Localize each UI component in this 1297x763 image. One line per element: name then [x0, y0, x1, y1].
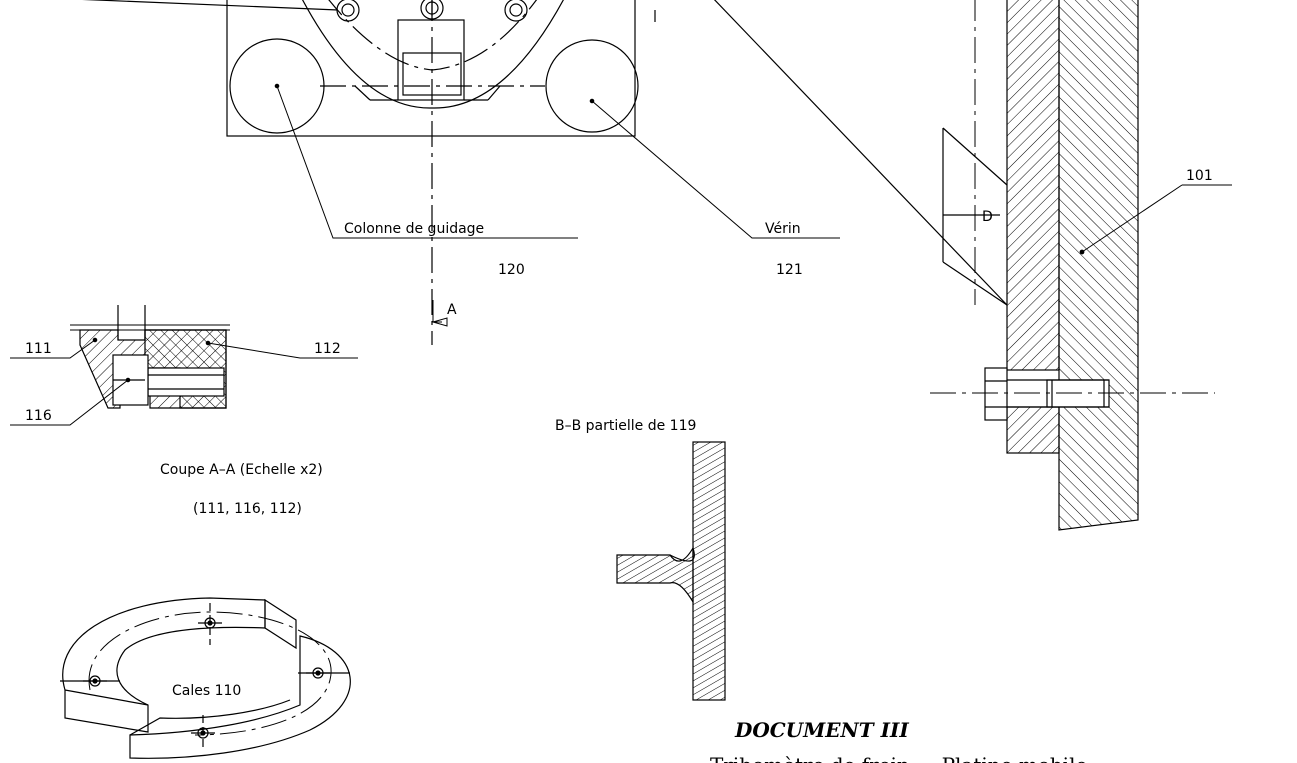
shims: [60, 597, 351, 759]
section-bb: [616, 441, 726, 701]
leaders: [274, 83, 840, 327]
label-coupe: Coupe A–A (Echelle x2): [160, 462, 323, 478]
label-coupe-refs: (111, 116, 112): [193, 501, 302, 517]
cylinder-circle: [545, 39, 639, 133]
label-111: 111: [25, 341, 52, 357]
label-112: 112: [314, 341, 341, 357]
document-title: DOCUMENT III: [734, 718, 909, 742]
plate-outline: [226, 0, 636, 137]
label-120: 120: [498, 262, 525, 278]
section-aa-leaders: [10, 337, 358, 426]
label-verin: Vérin: [765, 221, 801, 237]
label-d: D: [982, 209, 993, 225]
top-view: [82, 0, 656, 345]
label-116: 116: [25, 408, 52, 424]
label-121: 121: [776, 262, 803, 278]
central-hub-arc: [302, 0, 564, 109]
right-section: [713, 0, 1232, 531]
document-subtitle: Tribomètre de frein ... Platine mobile: [710, 753, 1087, 763]
label-a: A: [447, 302, 457, 318]
label-bb: B–B partielle de 119: [555, 418, 696, 434]
label-cales: Cales 110: [172, 683, 241, 699]
section-aa: [70, 305, 230, 409]
label-101: 101: [1186, 168, 1213, 184]
label-colonne: Colonne de guidage: [344, 221, 484, 237]
